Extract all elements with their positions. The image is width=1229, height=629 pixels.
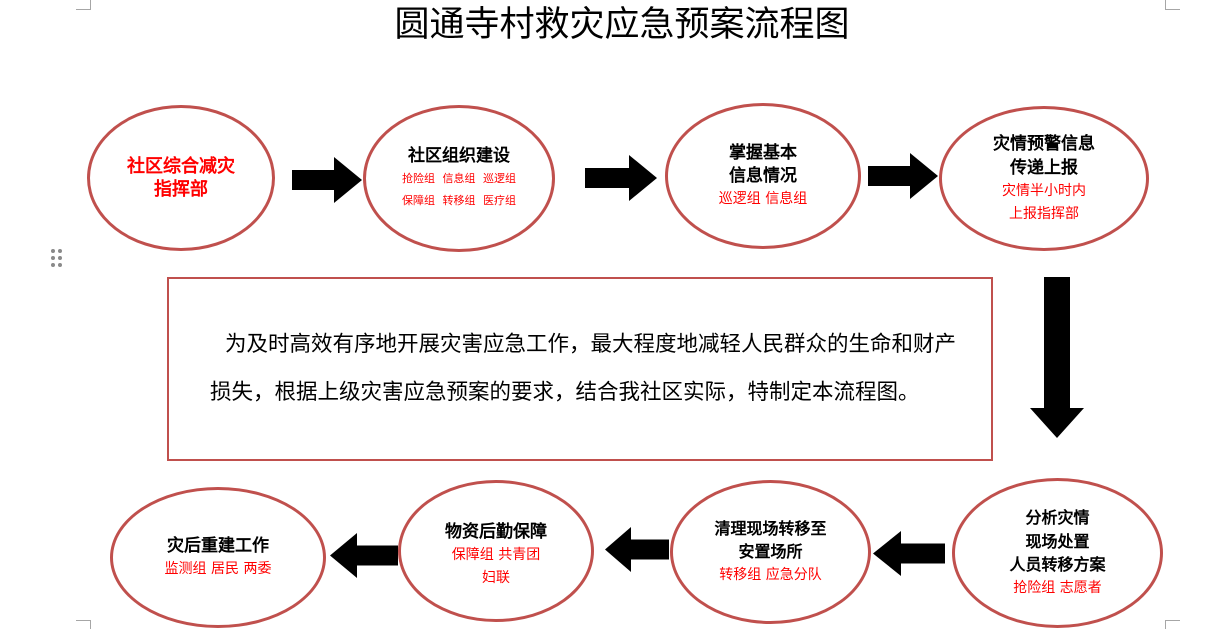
arrow-right-icon bbox=[585, 155, 657, 201]
arrow-left-icon bbox=[330, 533, 398, 578]
drag-handle-icon[interactable] bbox=[51, 249, 62, 267]
node-group-line: 转移组 应急分队 bbox=[719, 567, 822, 583]
node-heading-line: 灾后重建工作 bbox=[167, 536, 269, 556]
flow-node-reconstruction[interactable]: 灾后重建工作 监测组 居民 两委 bbox=[110, 487, 326, 628]
page-title: 圆通寺村救灾应急预案流程图 bbox=[394, 5, 850, 45]
node-heading-line: 掌握基本 bbox=[729, 143, 797, 163]
node-group-line: 监测组 居民 两委 bbox=[164, 561, 272, 577]
node-heading-line: 人员转移方案 bbox=[1009, 555, 1106, 575]
node-heading-line: 社区组织建设 bbox=[408, 146, 510, 166]
node-heading-line: 指挥部 bbox=[154, 179, 208, 200]
node-group-line: 抢险组 信息组 巡逻组 bbox=[402, 172, 516, 185]
node-group-line: 妇联 bbox=[482, 570, 510, 586]
node-group-line: 灾情半小时内 bbox=[1002, 182, 1086, 199]
flow-node-organization[interactable]: 社区组织建设 抢险组 信息组 巡逻组 保障组 转移组 医疗组 bbox=[363, 105, 555, 252]
arrow-down-icon bbox=[1030, 277, 1084, 438]
flow-node-basic-info[interactable]: 掌握基本 信息情况 巡逻组 信息组 bbox=[665, 103, 861, 249]
node-heading-line: 传递上报 bbox=[1010, 157, 1078, 178]
page-corner-mark bbox=[76, 0, 91, 10]
node-heading-line: 现场处置 bbox=[1025, 531, 1090, 551]
arrow-right-icon bbox=[868, 153, 938, 199]
node-heading-line: 清理现场转移至 bbox=[714, 519, 827, 538]
node-group-line: 保障组 共青团 bbox=[451, 547, 541, 563]
node-group-line: 巡逻组 信息组 bbox=[718, 191, 808, 207]
node-heading-line: 信息情况 bbox=[729, 166, 797, 186]
arrow-left-icon bbox=[605, 527, 669, 572]
node-group-line: 抢险组 志愿者 bbox=[1013, 579, 1102, 596]
node-heading-line: 安置场所 bbox=[738, 542, 803, 561]
flow-node-relocation[interactable]: 清理现场转移至 安置场所 转移组 应急分队 bbox=[670, 480, 871, 624]
node-group-line: 保障组 转移组 医疗组 bbox=[402, 194, 516, 207]
arrow-right-icon bbox=[292, 157, 362, 203]
intro-paragraph: 为及时高效有序地开展灾害应急工作，最大程度地减轻人民群众的生命和财产 损失，根据… bbox=[210, 321, 956, 417]
flow-node-logistics[interactable]: 物资后勤保障 保障组 共青团 妇联 bbox=[398, 480, 594, 622]
page-corner-mark bbox=[76, 620, 91, 629]
node-heading-line: 灾情预警信息 bbox=[993, 133, 1095, 154]
page-corner-mark bbox=[1165, 0, 1180, 10]
node-heading-line: 物资后勤保障 bbox=[445, 522, 547, 542]
node-group-line: 上报指挥部 bbox=[1009, 205, 1079, 222]
flow-node-command-center[interactable]: 社区综合减灾 指挥部 bbox=[87, 105, 275, 251]
page-corner-mark bbox=[1165, 620, 1180, 629]
intro-text-line: 为及时高效有序地开展灾害应急工作，最大程度地减轻人民群众的生命和财产 bbox=[225, 332, 957, 357]
intro-text-line: 损失，根据上级灾害应急预案的要求，结合我社区实际，特制定本流程图。 bbox=[210, 380, 920, 405]
intro-text-box[interactable]: 为及时高效有序地开展灾害应急工作，最大程度地减轻人民群众的生命和财产 损失，根据… bbox=[167, 277, 993, 461]
flow-node-warning-report[interactable]: 灾情预警信息 传递上报 灾情半小时内 上报指挥部 bbox=[939, 106, 1149, 251]
node-heading-line: 社区综合减灾 bbox=[127, 156, 235, 177]
flow-node-analysis[interactable]: 分析灾情 现场处置 人员转移方案 抢险组 志愿者 bbox=[952, 478, 1163, 628]
arrow-left-icon bbox=[873, 531, 945, 576]
node-heading-line: 分析灾情 bbox=[1025, 508, 1090, 528]
